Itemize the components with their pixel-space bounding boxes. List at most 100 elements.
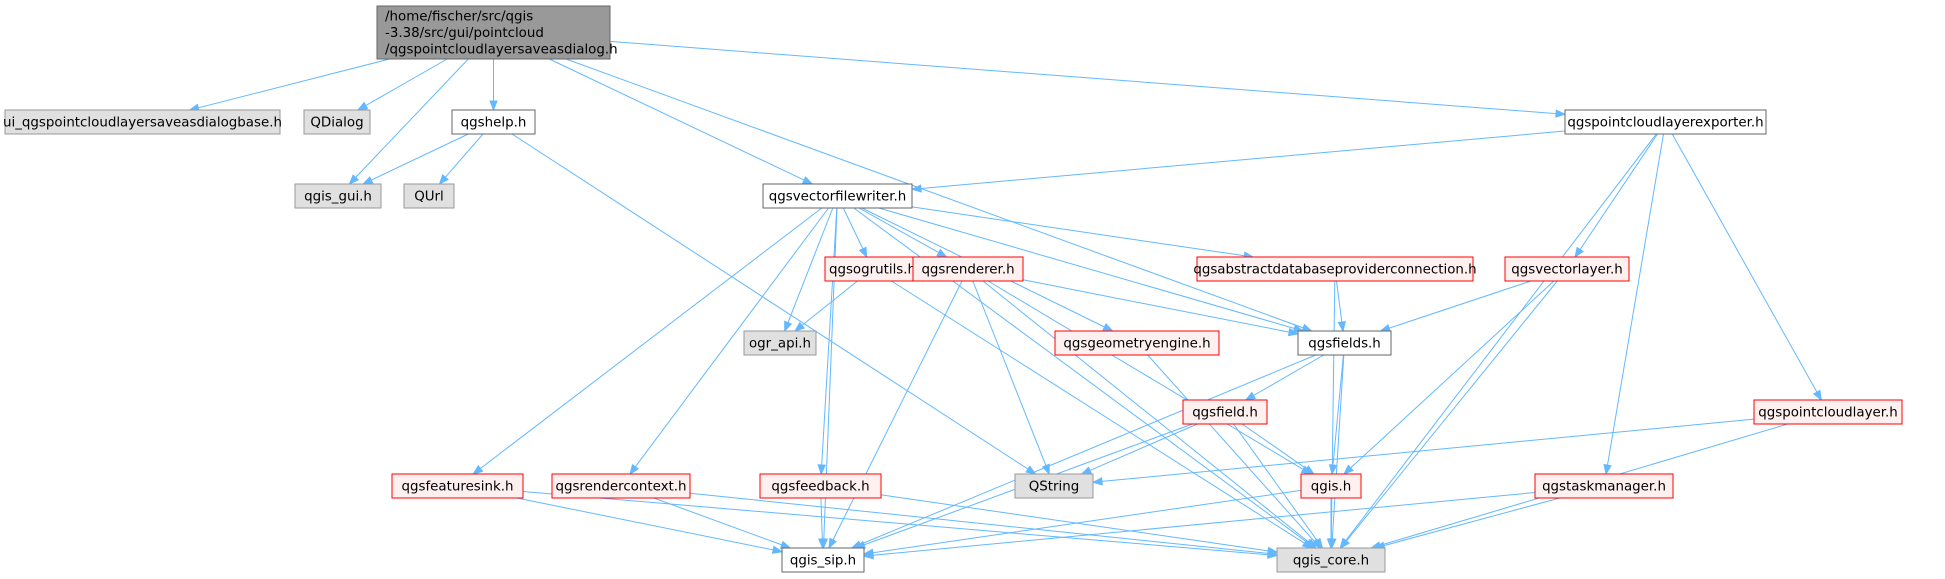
edge-qgshelp-to-qurl	[438, 133, 484, 186]
edge-ogrutils-to-ogr_api	[793, 280, 858, 332]
edge-line	[516, 497, 774, 551]
edge-qgshelp-to-qgis_gui	[361, 133, 469, 185]
node-exporter[interactable]: qgspointcloudlayerexporter.h	[1564, 109, 1767, 135]
node-vfw[interactable]: qgsvectorfilewriter.h	[762, 183, 913, 209]
edge-arrowhead	[1339, 537, 1350, 550]
edge-rendercontext-to-qgis_sip	[653, 497, 792, 549]
edge-line	[878, 207, 1295, 329]
node-pointcloudlayer[interactable]: qgspointcloudlayer.h	[1753, 399, 1903, 425]
node-vectorlayer[interactable]: qgsvectorlayer.h	[1504, 256, 1630, 282]
node-box	[551, 473, 691, 499]
edge-root-to-qgshelp	[489, 59, 498, 112]
node-qurl[interactable]: QUrl	[403, 183, 455, 209]
edge-arrowhead	[784, 320, 793, 333]
node-qgis[interactable]: qgis.h	[1300, 473, 1362, 499]
edge-line	[549, 58, 805, 181]
edge-arrowhead	[472, 464, 484, 475]
node-box	[912, 256, 1024, 282]
node-ogr_api[interactable]: ogr_api.h	[743, 330, 817, 356]
node-taskmanager[interactable]: qgstaskmanager.h	[1534, 473, 1674, 499]
node-label: qgis_core.h	[1293, 554, 1369, 569]
edge-arrowhead	[1102, 323, 1114, 332]
edge-renderer-to-qstring	[972, 280, 1050, 476]
node-field[interactable]: qgsfield.h	[1182, 399, 1268, 425]
edge-root-to-fields	[565, 58, 1313, 332]
edge-line	[511, 133, 1029, 470]
node-label: qgsrenderer.h	[921, 263, 1014, 278]
edge-arrowhead	[1267, 546, 1279, 555]
edge-pointcloudlayer-to-qstring	[1091, 418, 1755, 486]
edge-arrowhead	[793, 321, 806, 332]
node-box	[743, 330, 817, 356]
edge-line	[1332, 354, 1344, 466]
node-geomengine[interactable]: qgsgeometryengine.h	[1054, 330, 1220, 356]
node-qgis_gui[interactable]: qgis_gui.h	[294, 183, 382, 209]
node-fields[interactable]: qgsfields.h	[1297, 330, 1392, 356]
edge-exporter-to-pointcloudlayer	[1671, 133, 1822, 402]
edge-line	[1350, 280, 1555, 469]
edge-vfw-to-featuresink	[472, 207, 823, 475]
node-box	[1276, 547, 1386, 573]
node-box	[1196, 256, 1474, 282]
edge-line	[880, 494, 1269, 552]
edge-line	[1241, 423, 1307, 470]
edge-arrowhead	[1303, 465, 1315, 475]
node-featuresink[interactable]: qgsfeaturesink.h	[391, 473, 524, 499]
node-label: QUrl	[414, 190, 444, 205]
edge-line	[634, 207, 829, 468]
edge-line	[1331, 354, 1345, 540]
node-qgis_sip[interactable]: qgis_sip.h	[781, 547, 865, 573]
edge-feedback-to-qgis_core	[880, 494, 1279, 555]
node-box	[391, 473, 524, 499]
edge-arrowhead	[1337, 321, 1346, 333]
node-qgis_core[interactable]: qgis_core.h	[1276, 547, 1386, 573]
node-label: qgsrendercontext.h	[555, 480, 686, 495]
node-box	[762, 183, 913, 209]
edge-arrowhead	[828, 537, 837, 550]
edge-line	[972, 280, 1047, 466]
edge-vfw-to-renderer	[858, 207, 948, 258]
node-ogrutils[interactable]: qgsogrutils.h	[824, 256, 921, 282]
node-box	[451, 109, 536, 135]
edge-line	[1345, 133, 1657, 542]
node-label: QDialog	[310, 116, 363, 131]
edge-qgis-to-qgis_core	[1326, 498, 1336, 550]
node-qgshelp[interactable]: qgshelp.h	[451, 109, 536, 135]
edge-line	[1330, 280, 1336, 540]
node-feedback[interactable]: qgsfeedback.h	[759, 473, 882, 499]
edge-arrowhead	[1025, 465, 1037, 475]
edge-arrowhead	[936, 248, 948, 258]
node-rendercontext[interactable]: qgsrendercontext.h	[551, 473, 691, 499]
edge-line	[198, 58, 390, 109]
edge-line	[987, 280, 1304, 470]
edge-arrowhead	[862, 551, 874, 560]
edge-taskmanager-to-qgis_core	[1373, 497, 1560, 550]
edge-exporter-to-taskmanager	[1603, 133, 1664, 476]
edge-arrowhead	[348, 174, 360, 185]
edge-arrowhead	[1313, 537, 1324, 550]
edge-line	[1383, 497, 1560, 547]
edge-line	[801, 280, 858, 326]
graph-nodes: /home/fischer/src/qgis-3.38/src/gui/poin…	[3, 5, 1903, 573]
edge-arrowhead	[489, 100, 498, 112]
edge-vfw-to-adpc	[911, 206, 1255, 260]
node-label: ui_qgspointcloudlayersaveasdialogbase.h	[3, 116, 282, 131]
node-qstring[interactable]: QString	[1014, 473, 1094, 499]
node-ui_base[interactable]: ui_qgspointcloudlayersaveasdialogbase.h	[3, 109, 282, 135]
edge-fields-to-qgis_sip	[850, 354, 1316, 549]
edge-line	[853, 207, 1308, 544]
edge-line	[787, 207, 834, 323]
node-renderer[interactable]: qgsrenderer.h	[912, 256, 1024, 282]
node-adpc[interactable]: qgsabstractdatabaseproviderconnection.h	[1193, 256, 1477, 282]
edge-line	[1253, 354, 1324, 396]
node-label: qgis_gui.h	[304, 190, 372, 205]
node-label: qgstaskmanager.h	[1542, 480, 1666, 495]
edge-line	[872, 489, 1302, 554]
edge-line	[1671, 133, 1818, 393]
edge-arrowhead	[817, 464, 826, 476]
edge-arrowhead	[438, 174, 449, 186]
edge-line	[371, 133, 469, 181]
node-label: qgsvectorlayer.h	[1511, 263, 1623, 278]
edge-geomengine-to-qgis_core	[1147, 354, 1322, 550]
node-qdialog[interactable]: QDialog	[303, 109, 371, 135]
